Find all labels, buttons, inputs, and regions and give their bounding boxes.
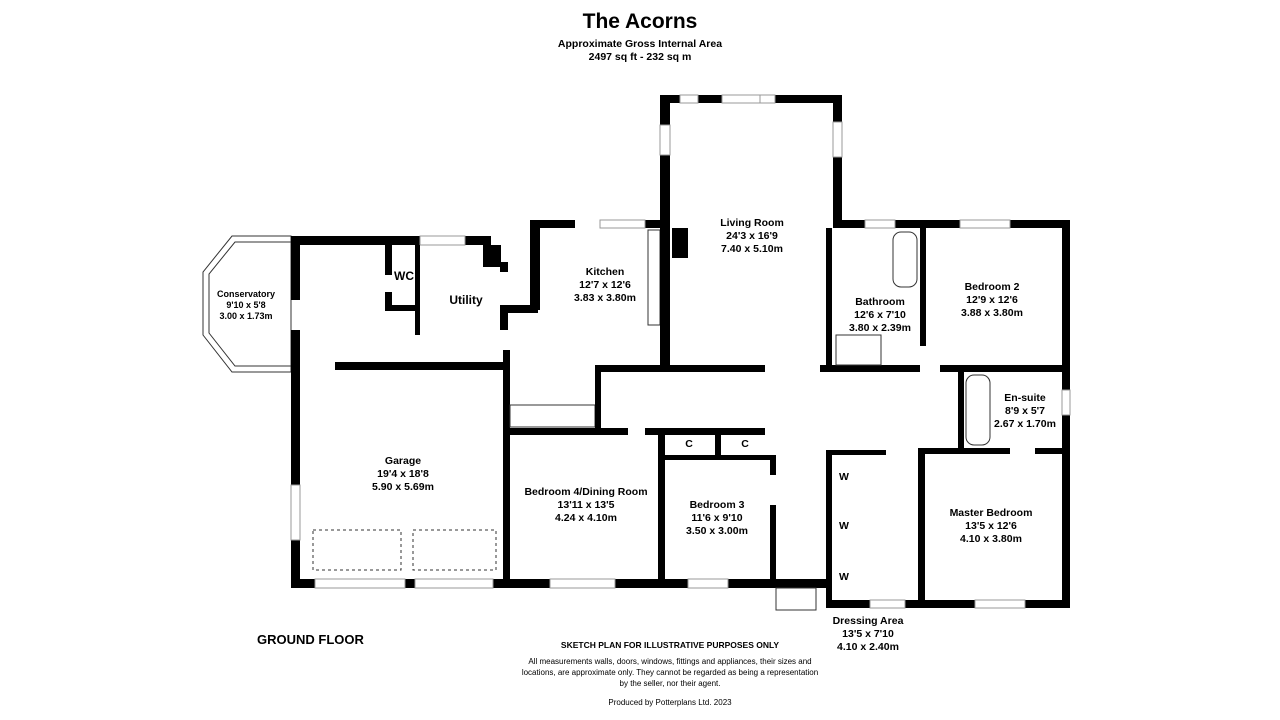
room-bedroom3-metric: 3.50 x 3.00m <box>686 525 748 537</box>
room-bedroom4-metric: 4.24 x 4.10m <box>555 512 617 524</box>
disclaimer-heading: SKETCH PLAN FOR ILLUSTRATIVE PURPOSES ON… <box>560 640 780 650</box>
room-bathroom-metric: 3.80 x 2.39m <box>849 322 911 334</box>
room-utility-label: Utility <box>449 293 483 307</box>
wardrobe-label-1: W <box>839 471 849 483</box>
room-bedroom3-name: Bedroom 3 <box>690 499 745 511</box>
room-kitchen-name: Kitchen <box>586 266 625 278</box>
cupboard-label-1: C <box>685 438 693 450</box>
room-garage-metric: 5.90 x 5.69m <box>372 481 434 493</box>
room-dressing-metric: 4.10 x 2.40m <box>837 641 899 653</box>
producer-credit: Produced by Potterplans Ltd. 2023 <box>608 698 732 707</box>
room-ensuite-name: En-suite <box>1004 392 1046 404</box>
room-bathroom-imperial: 12'6 x 7'10 <box>854 309 906 321</box>
room-master-imperial: 13'5 x 12'6 <box>965 520 1017 532</box>
room-ensuite-imperial: 8'9 x 5'7 <box>1005 405 1045 417</box>
room-bedroom4-name: Bedroom 4/Dining Room <box>524 486 647 498</box>
wardrobe-label-2: W <box>839 520 849 532</box>
room-conservatory-metric: 3.00 x 1.73m <box>219 311 272 321</box>
room-living-metric: 7.40 x 5.10m <box>721 243 783 255</box>
room-bathroom-name: Bathroom <box>855 296 905 308</box>
room-master-metric: 4.10 x 3.80m <box>960 533 1022 545</box>
room-master-name: Master Bedroom <box>950 507 1033 519</box>
room-conservatory-name: Conservatory <box>217 289 275 299</box>
wardrobe-label-3: W <box>839 571 849 583</box>
room-wc-label: WC <box>394 269 414 283</box>
room-living-name: Living Room <box>720 217 784 229</box>
room-bedroom2-imperial: 12'9 x 12'6 <box>966 294 1018 306</box>
room-garage-imperial: 19'4 x 18'8 <box>377 468 429 480</box>
room-kitchen-metric: 3.83 x 3.80m <box>574 292 636 304</box>
floor-label: GROUND FLOOR <box>257 632 364 647</box>
room-living-imperial: 24'3 x 16'9 <box>726 230 778 242</box>
room-bedroom2-metric: 3.88 x 3.80m <box>961 307 1023 319</box>
room-dressing-name: Dressing Area <box>833 615 904 627</box>
room-labels: Living Room 24'3 x 16'9 7.40 x 5.10m Kit… <box>217 217 1056 653</box>
room-bedroom3-imperial: 11'6 x 9'10 <box>691 512 742 524</box>
room-dressing-imperial: 13'5 x 7'10 <box>842 628 894 640</box>
cupboard-label-2: C <box>741 438 749 450</box>
room-bedroom2-name: Bedroom 2 <box>965 281 1020 293</box>
gross-area: 2497 sq ft - 232 sq m <box>588 51 692 63</box>
room-bedroom4-imperial: 13'11 x 13'5 <box>558 499 615 511</box>
room-ensuite-metric: 2.67 x 1.70m <box>994 418 1056 430</box>
room-kitchen-imperial: 12'7 x 12'6 <box>579 279 631 291</box>
walls <box>202 94 1071 611</box>
plan-title: The Acorns <box>582 10 698 33</box>
disclaimer-text: All measurements walls, doors, windows, … <box>521 657 819 688</box>
room-garage-name: Garage <box>385 455 421 467</box>
room-conservatory-imperial: 9'10 x 5'8 <box>226 300 265 310</box>
plan-subtitle: Approximate Gross Internal Area <box>557 38 723 50</box>
